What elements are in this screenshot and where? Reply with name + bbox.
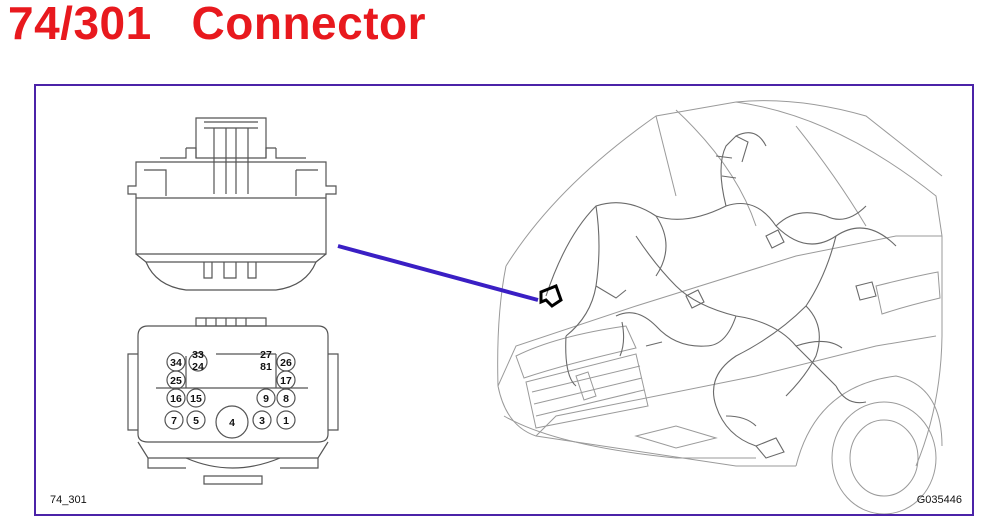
diagram-code-right: G035446 bbox=[916, 494, 962, 506]
car-illustration bbox=[497, 100, 943, 514]
pin-label: 81 bbox=[260, 361, 272, 373]
connector-diagram: 34 33 24 27 81 26 25 17 16 15 9 8 7 5 4 … bbox=[127, 100, 943, 514]
pin-label: 33 bbox=[192, 349, 204, 361]
pin-label: 16 bbox=[170, 393, 182, 405]
pin-label: 3 bbox=[259, 415, 265, 427]
pin-label: 4 bbox=[229, 417, 235, 429]
pin-label: 15 bbox=[190, 393, 202, 405]
pin-label: 25 bbox=[170, 375, 182, 387]
highlighted-connector-icon bbox=[539, 284, 563, 308]
diagram-frame: 34 33 24 27 81 26 25 17 16 15 9 8 7 5 4 … bbox=[34, 84, 974, 516]
pin-label: 7 bbox=[171, 415, 177, 427]
pin-label: 24 bbox=[192, 361, 204, 373]
pin-label: 5 bbox=[193, 415, 199, 427]
pointer-line bbox=[337, 244, 539, 302]
pin-label: 8 bbox=[283, 393, 289, 405]
pin-label: 26 bbox=[280, 357, 292, 369]
pin-label: 17 bbox=[280, 375, 292, 387]
diagram-code-left: 74_301 bbox=[50, 494, 87, 506]
pin-label: 9 bbox=[263, 393, 269, 405]
connector-front-view bbox=[127, 317, 339, 485]
pin-labels: 34 33 24 27 81 26 25 17 16 15 9 8 7 5 4 … bbox=[170, 349, 292, 429]
pin-label: 34 bbox=[170, 357, 182, 369]
page-title: 74/301 Connector bbox=[8, 0, 427, 49]
pin-label: 27 bbox=[260, 349, 272, 361]
pin-label: 1 bbox=[283, 415, 289, 427]
wiring-harness bbox=[545, 132, 897, 459]
connector-side-view bbox=[127, 117, 337, 291]
